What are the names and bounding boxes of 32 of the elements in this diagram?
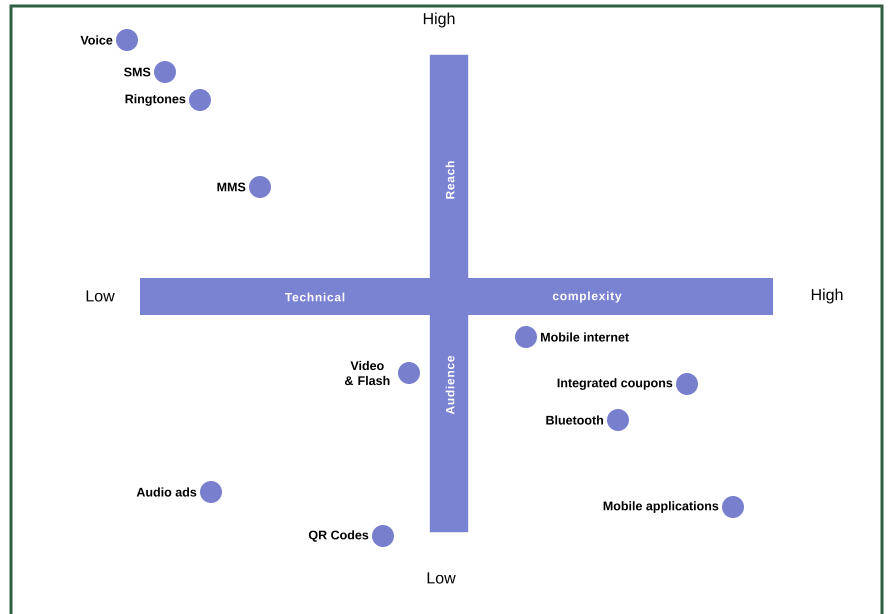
dot [116, 29, 138, 51]
dot-label: SMS [124, 68, 150, 76]
bar-text: Audience [446, 356, 454, 414]
dot-label: QR Codes [308, 530, 368, 542]
dot-label: Video & Flash [344, 360, 390, 386]
bar-text: complexity [552, 291, 622, 303]
dot-label: Mobile internet [541, 332, 629, 342]
dot [722, 496, 744, 518]
bar-text: Reach [446, 161, 454, 199]
axis-end-label: Low [428, 572, 456, 584]
dot-label: Voice [80, 35, 112, 45]
axis-end-label: Low [86, 290, 115, 302]
dot-label: Integrated coupons [558, 378, 672, 390]
axis-end-label: High [812, 288, 842, 304]
dot-label: Audio ads [136, 487, 196, 497]
dot-label: Mobile applications [604, 501, 718, 513]
dot-label: Bluetooth [546, 415, 604, 425]
bar-text: Technical [285, 292, 344, 302]
dot-label: Ringtones [126, 94, 186, 106]
horizontal-bar [140, 278, 773, 315]
dot [249, 176, 271, 198]
dot [154, 61, 176, 83]
dot [607, 409, 629, 431]
vertical-bar [430, 54, 468, 532]
dot [398, 362, 420, 384]
dot [200, 481, 222, 503]
dot [676, 373, 698, 395]
dot [372, 525, 394, 547]
dot [515, 326, 537, 348]
dot-label: MMS [217, 182, 246, 192]
dot [189, 89, 211, 111]
axis-end-label: High [424, 12, 454, 28]
